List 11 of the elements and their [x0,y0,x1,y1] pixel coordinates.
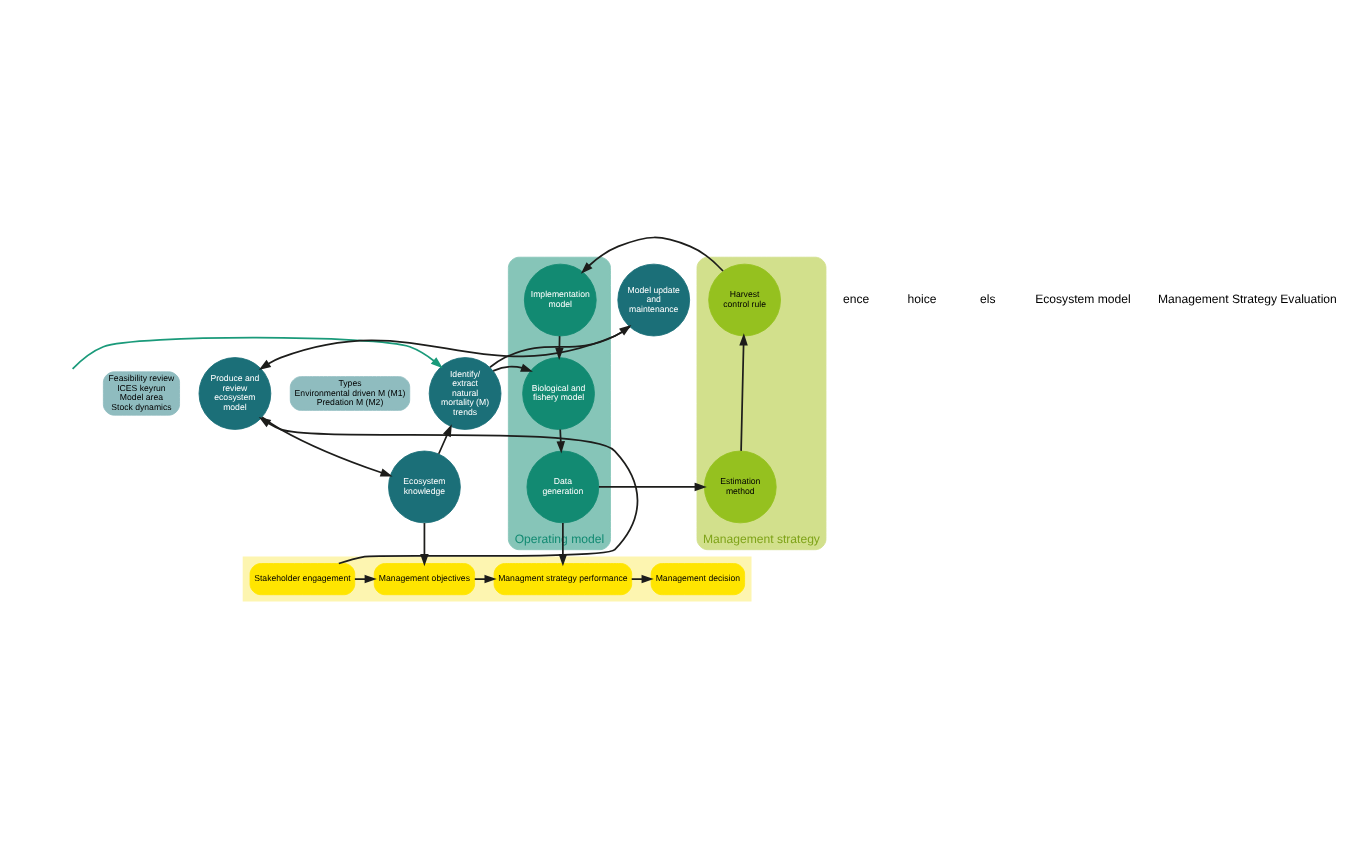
arrow [489,324,632,369]
arrow [580,236,724,274]
arrow [739,333,748,452]
arrow [473,574,497,584]
arrow [630,574,654,584]
arrow [258,325,631,371]
arrow [353,574,377,584]
arrow [261,416,393,477]
arrow [492,363,533,372]
arrow [71,336,443,370]
arrow [598,482,707,492]
